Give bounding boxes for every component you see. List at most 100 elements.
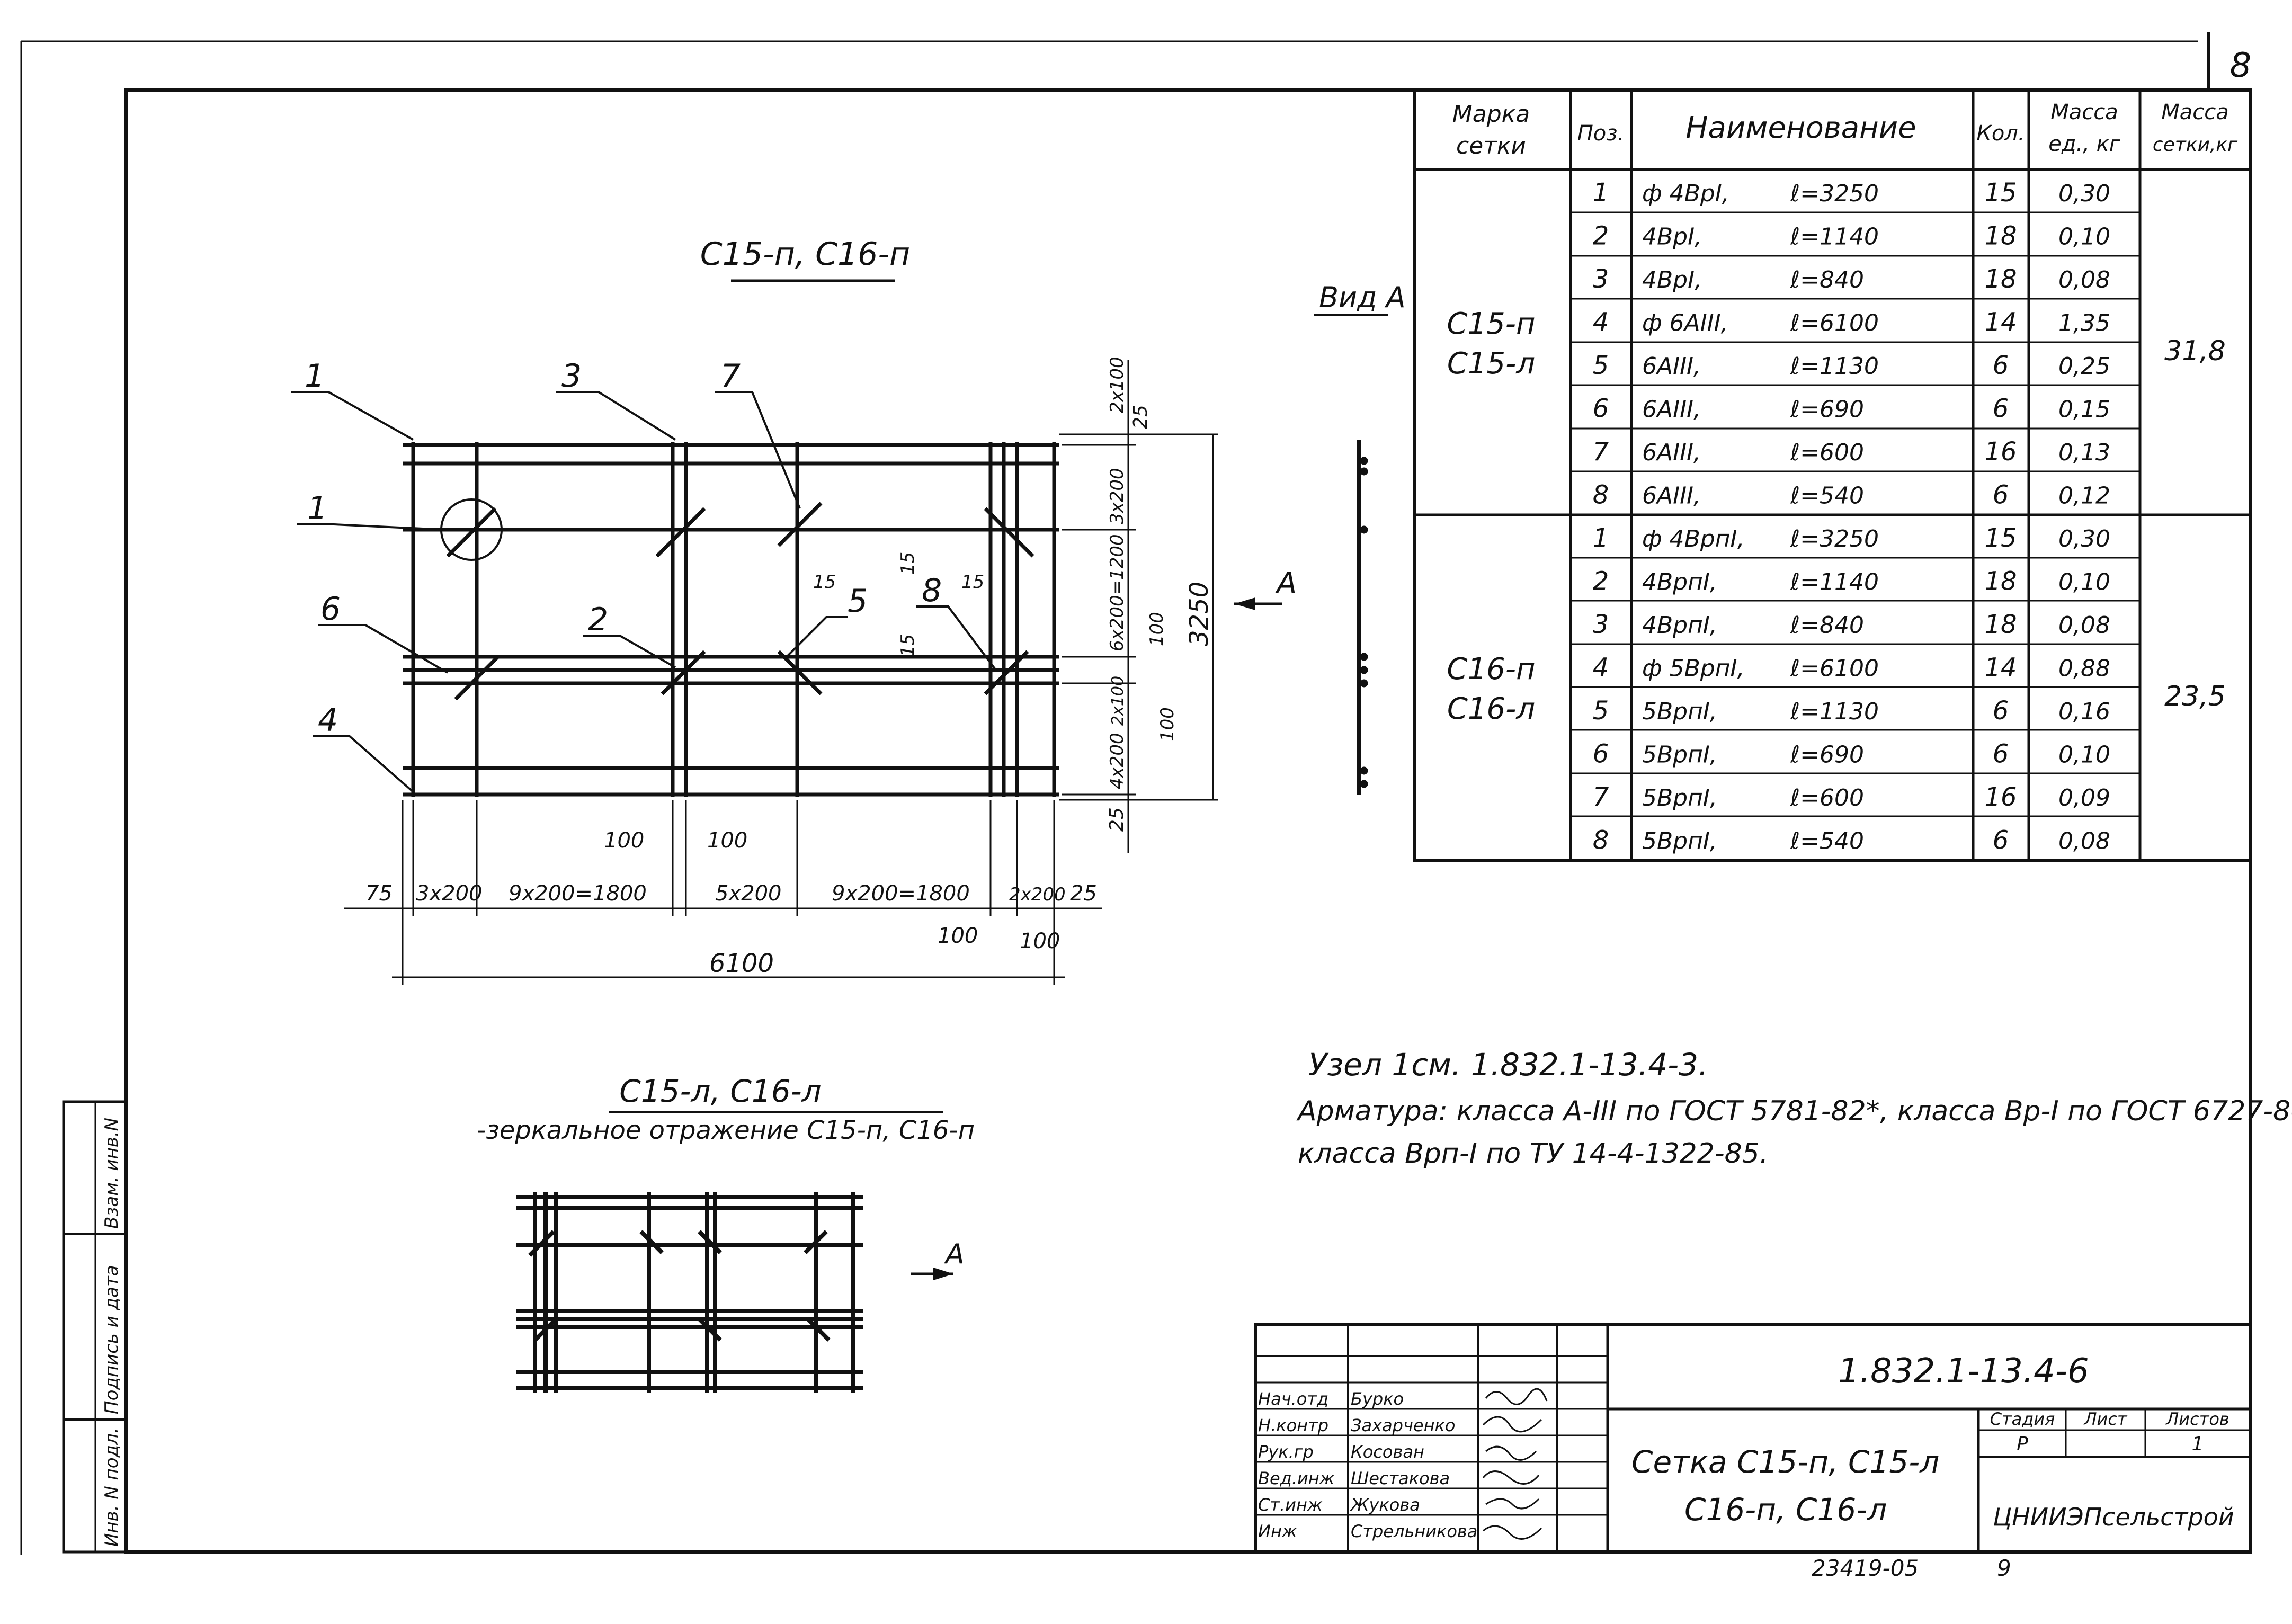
spec-name: 4ВрпI, — [1642, 612, 1717, 639]
stage-header-1: Лист — [2083, 1409, 2127, 1429]
hdr-mass-2: ед., кг — [2048, 132, 2121, 156]
spec-mass: 0,10 — [2058, 742, 2110, 769]
spec-name: ф 5ВрпI, — [1642, 655, 1744, 682]
spec-name: 5ВрпI, — [1642, 828, 1717, 855]
spec-name: 5ВрпI, — [1642, 698, 1717, 725]
spec-pos: 7 — [1593, 782, 1609, 812]
callout-4: 4 — [318, 702, 338, 739]
small-dim-4: 15 — [897, 634, 918, 657]
spec-mass: 1,35 — [2058, 310, 2110, 337]
spec-qty: 6 — [1993, 480, 2009, 510]
title-block-signatures — [1482, 1388, 1548, 1540]
spec-mass: 0,08 — [2058, 612, 2110, 639]
spec-qty: 6 — [1993, 826, 2009, 855]
callout-8: 8 — [922, 572, 942, 609]
mirror-view-subtitle: -зеркальное отражение С15-п, С16-п — [477, 1116, 975, 1145]
note-2: Арматура: класса А-III по ГОСТ 5781-82*,… — [1296, 1095, 2292, 1127]
spec-table-grid — [1413, 88, 2252, 862]
staff-role: Инж — [1258, 1521, 1297, 1541]
spec-length: ℓ=600 — [1790, 784, 1864, 811]
spec-length: ℓ=600 — [1790, 439, 1864, 466]
dim-r-6x200: 6х200=1200 — [1107, 534, 1128, 652]
spec-pos: 8 — [1593, 826, 1609, 855]
spec-table-header: Марка сетки Поз. Наименование Кол. Масса… — [1452, 100, 2238, 159]
staff-role: Рук.гр — [1258, 1442, 1314, 1462]
spec-pos: 2 — [1593, 567, 1609, 596]
view-arrow-a-label: А — [1275, 566, 1297, 601]
spec-name: ф 4ВрпI, — [1642, 525, 1744, 552]
spec-length: ℓ=1130 — [1790, 353, 1879, 380]
hdr-name: Наименование — [1685, 111, 1916, 145]
spec-pos: 1 — [1593, 523, 1609, 553]
title-block-title-1: Сетка С15-п, С15-л — [1631, 1444, 1939, 1480]
spec-mass: 0,30 — [2058, 180, 2110, 207]
hdr-mass-1: Масса — [2050, 100, 2118, 124]
small-dim-2: 15 — [813, 572, 836, 593]
spec-mass: 0,08 — [2058, 266, 2110, 293]
side-view-bar — [1357, 440, 1368, 795]
spec-name: ф 4ВрI, — [1642, 180, 1729, 207]
callout-5: 5 — [848, 583, 868, 620]
spec-name: 6АIII, — [1642, 396, 1701, 423]
note-3: класса Врп-I по ТУ 14-4-1322-85. — [1298, 1138, 1768, 1170]
dim-b-75: 75 — [365, 881, 393, 906]
callout-7: 7 — [720, 358, 741, 395]
spec-qty: 15 — [1984, 523, 2017, 553]
spec-mass: 0,15 — [2058, 396, 2110, 423]
staff-role: Ст.инж — [1258, 1495, 1323, 1515]
callout-1b: 1 — [307, 490, 327, 527]
callout-1a: 1 — [305, 358, 325, 395]
dim-b-5x200: 5х200 — [715, 881, 781, 906]
spec-mark: С15-п — [1447, 307, 1535, 341]
mirror-view-title: С15-л, С16-л — [619, 1073, 821, 1109]
staff-name: Стрельникова — [1351, 1521, 1477, 1541]
staff-name: Бурко — [1351, 1389, 1404, 1409]
stage-header-0: Стадия — [1990, 1409, 2055, 1429]
hdr-pos: Поз. — [1577, 121, 1625, 146]
spec-qty: 18 — [1984, 221, 2017, 251]
spec-pos: 6 — [1593, 394, 1609, 424]
spec-pos: 8 — [1593, 480, 1609, 510]
sheet-number: 8 — [2230, 46, 2252, 85]
overall-width: 6100 — [709, 949, 774, 978]
dim-r-2x100: 2х100 — [1107, 356, 1128, 413]
dim-b-100-c: 100 — [938, 924, 978, 948]
spec-name: ф 6АIII, — [1642, 310, 1728, 337]
spec-qty: 14 — [1984, 653, 2017, 683]
spec-total-mass: 23,5 — [2164, 681, 2226, 712]
main-view-title: С15-п, С16-п — [700, 236, 910, 273]
hdr-mark-1: Марка — [1452, 101, 1530, 128]
spec-name: 5ВрпI, — [1642, 742, 1717, 769]
dim-r-25-a: 25 — [1130, 405, 1152, 429]
title-block-grid — [1254, 1323, 2252, 1554]
hdr-mark-2: сетки — [1456, 132, 1526, 159]
spec-mass: 0,25 — [2058, 353, 2110, 380]
spec-length: ℓ=3250 — [1790, 180, 1879, 207]
callout-2: 2 — [588, 601, 608, 638]
spec-mass: 0,16 — [2058, 698, 2110, 725]
spec-mass: 0,08 — [2058, 828, 2110, 855]
spec-mass: 0,30 — [2058, 525, 2110, 552]
footer-number: 23419-05 — [1812, 1555, 1919, 1581]
spec-pos: 3 — [1593, 610, 1609, 639]
spec-name: 6АIII, — [1642, 439, 1701, 466]
spec-pos: 7 — [1593, 437, 1609, 467]
spec-mass: 0,88 — [2058, 655, 2110, 682]
spec-mass: 0,13 — [2058, 439, 2110, 466]
dim-b-100-d: 100 — [1020, 929, 1060, 953]
spec-qty: 16 — [1984, 782, 2017, 812]
spec-name: 4ВрпI, — [1642, 569, 1717, 596]
mirror-view-arrow-label: А — [944, 1238, 965, 1270]
small-dim-3: 15 — [961, 572, 984, 593]
spec-qty: 18 — [1984, 610, 2017, 639]
spec-qty: 15 — [1984, 178, 2017, 208]
spec-mark: С16-п — [1447, 652, 1535, 686]
spec-mass: 0,09 — [2058, 784, 2110, 811]
dim-chain-bottom — [344, 800, 1102, 985]
dim-b-9x200-b: 9х200=1800 — [832, 881, 970, 906]
dim-r-4x200: 4х200 — [1107, 733, 1128, 789]
spec-mass: 0,10 — [2058, 569, 2110, 596]
